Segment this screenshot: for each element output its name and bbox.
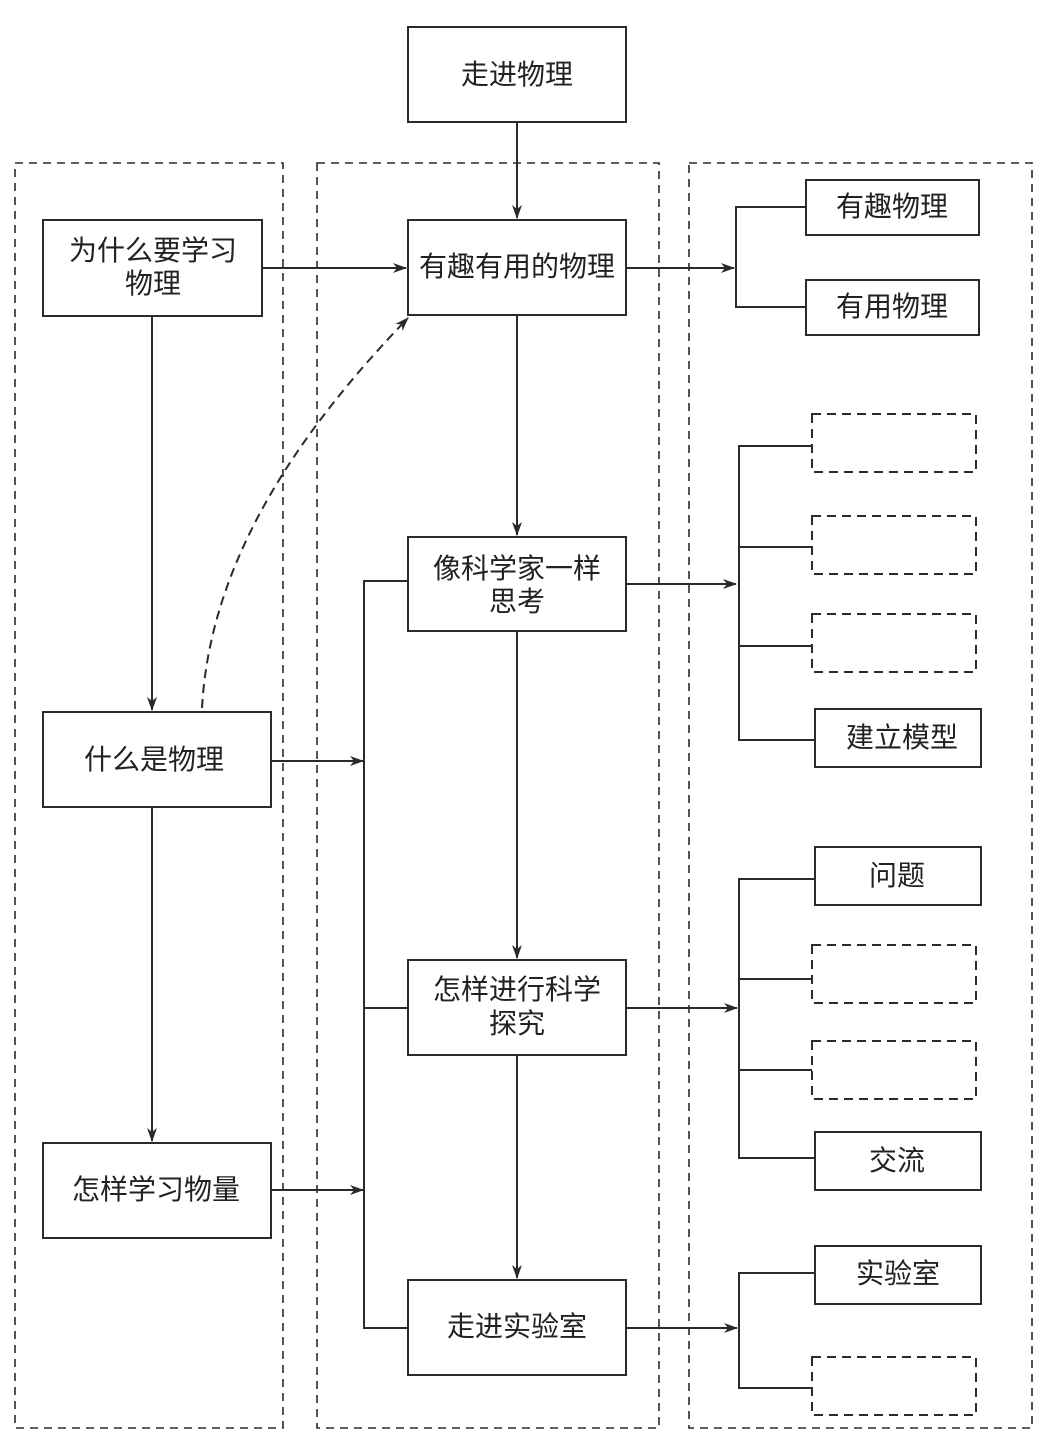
node-title-label: 走进物理 — [461, 58, 573, 91]
svg-text:探究: 探究 — [489, 1007, 545, 1040]
bracket-group4 — [738, 1272, 815, 1389]
blank-box — [811, 515, 977, 575]
blank-box — [811, 613, 977, 673]
dashed-arrow-what-to-interesting — [201, 317, 409, 709]
right-column-frame — [688, 162, 1033, 1429]
node-useful-physics: 有用物理 — [805, 279, 980, 336]
svg-text:怎样学习物量: 怎样学习物量 — [72, 1173, 240, 1206]
blank-box — [811, 1356, 977, 1416]
blank-box — [811, 944, 977, 1004]
svg-text:有趣有用的物理: 有趣有用的物理 — [419, 250, 615, 283]
svg-text:建立模型: 建立模型 — [846, 721, 958, 754]
node-build-model: 建立模型 — [814, 708, 982, 768]
svg-text:走进实验室: 走进实验室 — [447, 1310, 587, 1343]
node-title: 走进物理 — [407, 26, 627, 123]
node-interesting-useful-physics: 有趣有用的物理 — [407, 219, 627, 316]
node-enter-lab: 走进实验室 — [407, 1279, 627, 1376]
node-laboratory: 实验室 — [814, 1245, 982, 1305]
svg-text:问题: 问题 — [869, 859, 925, 892]
node-how-learn-quantities: 怎样学习物量 — [42, 1142, 272, 1239]
node-question: 问题 — [814, 846, 982, 906]
bracket-group1 — [735, 206, 806, 308]
svg-text:思考: 思考 — [489, 585, 545, 618]
svg-text:有趣物理: 有趣物理 — [836, 190, 948, 223]
blank-box — [811, 413, 977, 473]
svg-text:像科学家一样: 像科学家一样 — [433, 552, 601, 585]
bracket-group2 — [738, 445, 815, 741]
svg-text:怎样进行科学: 怎样进行科学 — [433, 973, 601, 1006]
svg-text:为什么要学习: 为什么要学习 — [69, 234, 237, 267]
node-think-like-scientist: 像科学家一样 思考 — [407, 536, 627, 632]
svg-text:什么是物理: 什么是物理 — [84, 743, 224, 776]
node-interesting-physics: 有趣物理 — [805, 179, 980, 236]
left-bus-line — [363, 580, 408, 1329]
svg-text:有用物理: 有用物理 — [836, 290, 948, 323]
node-why-learn-physics: 为什么要学习 物理 — [42, 219, 263, 317]
svg-text:物理: 物理 — [125, 267, 181, 300]
blank-box — [811, 1040, 977, 1100]
svg-text:交流: 交流 — [869, 1144, 925, 1177]
node-scientific-inquiry: 怎样进行科学 探究 — [407, 959, 627, 1056]
middle-column-frame — [316, 162, 660, 1429]
node-communication: 交流 — [814, 1131, 982, 1191]
svg-text:实验室: 实验室 — [856, 1257, 940, 1290]
node-what-is-physics: 什么是物理 — [42, 711, 272, 808]
left-column-frame — [14, 162, 284, 1429]
bracket-group3 — [738, 878, 815, 1159]
